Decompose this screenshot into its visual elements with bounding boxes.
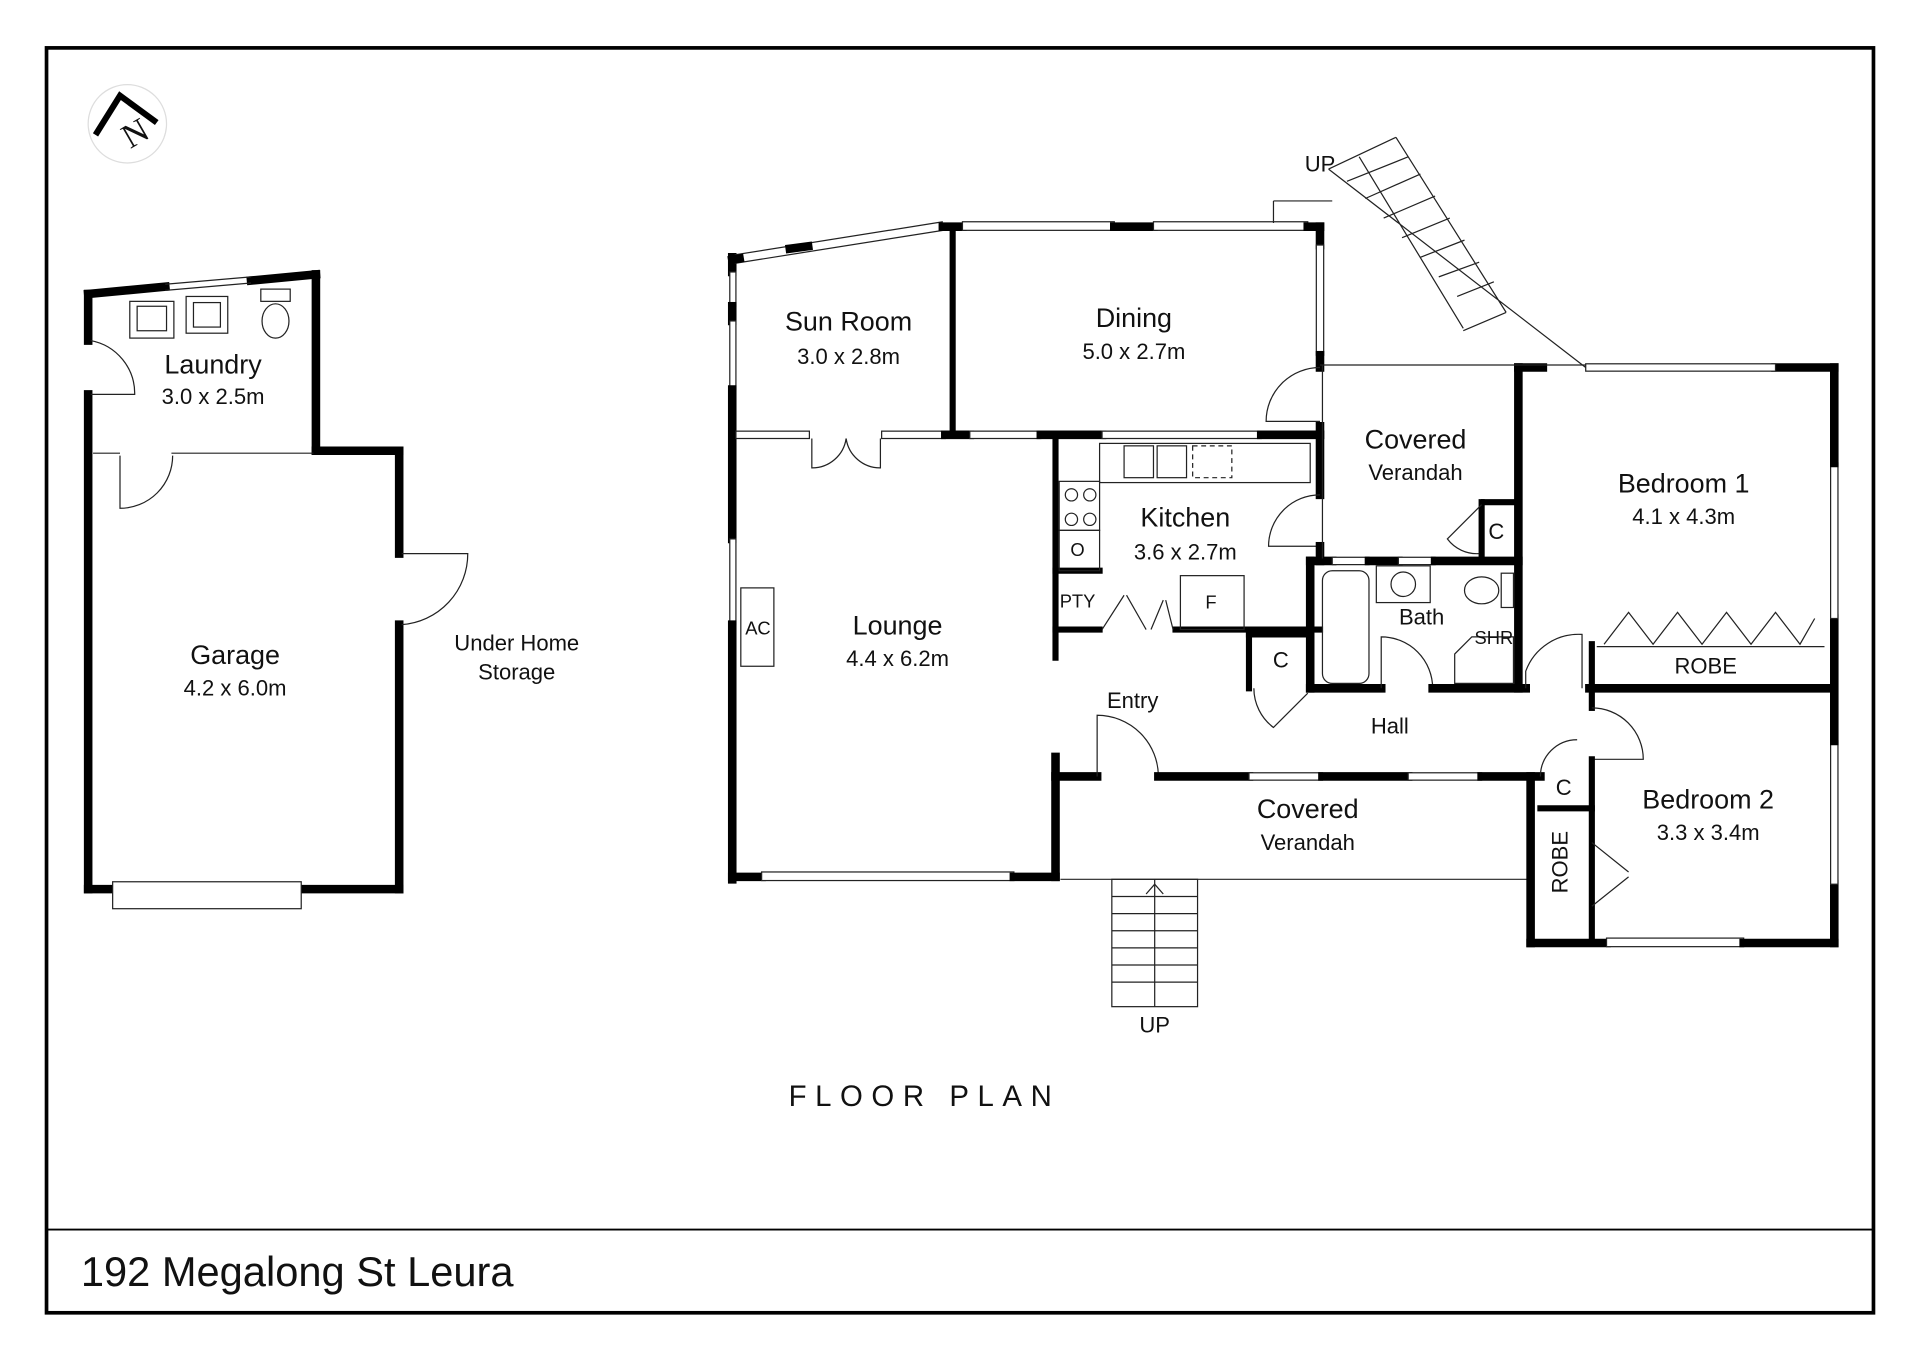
- verandah-cupboard-label: C: [1488, 519, 1504, 544]
- entry-label: Entry: [1107, 688, 1158, 713]
- aircon-label: AC: [745, 617, 771, 638]
- storage-label: Storage: [478, 660, 555, 685]
- laundry-size: 3.0 x 2.5m: [162, 384, 265, 409]
- garage-size: 4.2 x 6.0m: [184, 676, 287, 701]
- kitchen-label: Kitchen: [1140, 503, 1230, 533]
- bedroom1-label: Bedroom 1: [1618, 468, 1750, 498]
- dining-size: 5.0 x 2.7m: [1082, 339, 1185, 364]
- shower-label: SHR: [1474, 627, 1513, 648]
- bedroom2-cupboard-label: C: [1556, 775, 1572, 800]
- garage-building: [83, 269, 469, 910]
- front-verandah-label: Covered: [1257, 794, 1359, 824]
- rear-verandah-label: Covered: [1365, 424, 1467, 454]
- up-label-rear: UP: [1305, 152, 1336, 177]
- bedroom1-size: 4.1 x 4.3m: [1632, 504, 1735, 529]
- robe-bedroom1-label: ROBE: [1674, 654, 1736, 679]
- sun-room-size: 3.0 x 2.8m: [797, 344, 900, 369]
- lounge-label: Lounge: [853, 610, 943, 640]
- hall-label: Hall: [1371, 714, 1409, 739]
- pantry-label: PTY: [1060, 590, 1096, 611]
- sun-room-label: Sun Room: [785, 307, 912, 337]
- oven-label: O: [1070, 539, 1084, 560]
- up-label-front: UP: [1139, 1012, 1170, 1037]
- front-stairs: [1111, 878, 1199, 1008]
- garage-label: Garage: [190, 640, 280, 670]
- bedroom2-label: Bedroom 2: [1642, 784, 1774, 814]
- rear-stairs: [1328, 136, 1587, 368]
- bath-label: Bath: [1399, 605, 1444, 630]
- north-compass-icon: N: [87, 84, 168, 164]
- rear-verandah-sub: Verandah: [1368, 460, 1462, 485]
- front-verandah-sub: Verandah: [1261, 830, 1355, 855]
- hall-cupboard-label: C: [1273, 647, 1289, 672]
- robe-bedroom2-label: ROBE: [1547, 831, 1572, 893]
- house-walls: [727, 200, 1839, 948]
- kitchen-size: 3.6 x 2.7m: [1134, 540, 1237, 565]
- property-address: 192 Megalong St Leura: [81, 1248, 515, 1295]
- under-home-label: Under Home: [454, 630, 579, 655]
- fridge-label: F: [1205, 592, 1216, 613]
- floor-plan-title: FLOOR PLAN: [789, 1080, 1061, 1113]
- bedroom2-size: 3.3 x 3.4m: [1657, 820, 1760, 845]
- dining-label: Dining: [1096, 303, 1172, 333]
- page-frame: [44, 46, 1876, 1315]
- lounge-size: 4.4 x 6.2m: [846, 646, 949, 671]
- laundry-label: Laundry: [164, 350, 262, 380]
